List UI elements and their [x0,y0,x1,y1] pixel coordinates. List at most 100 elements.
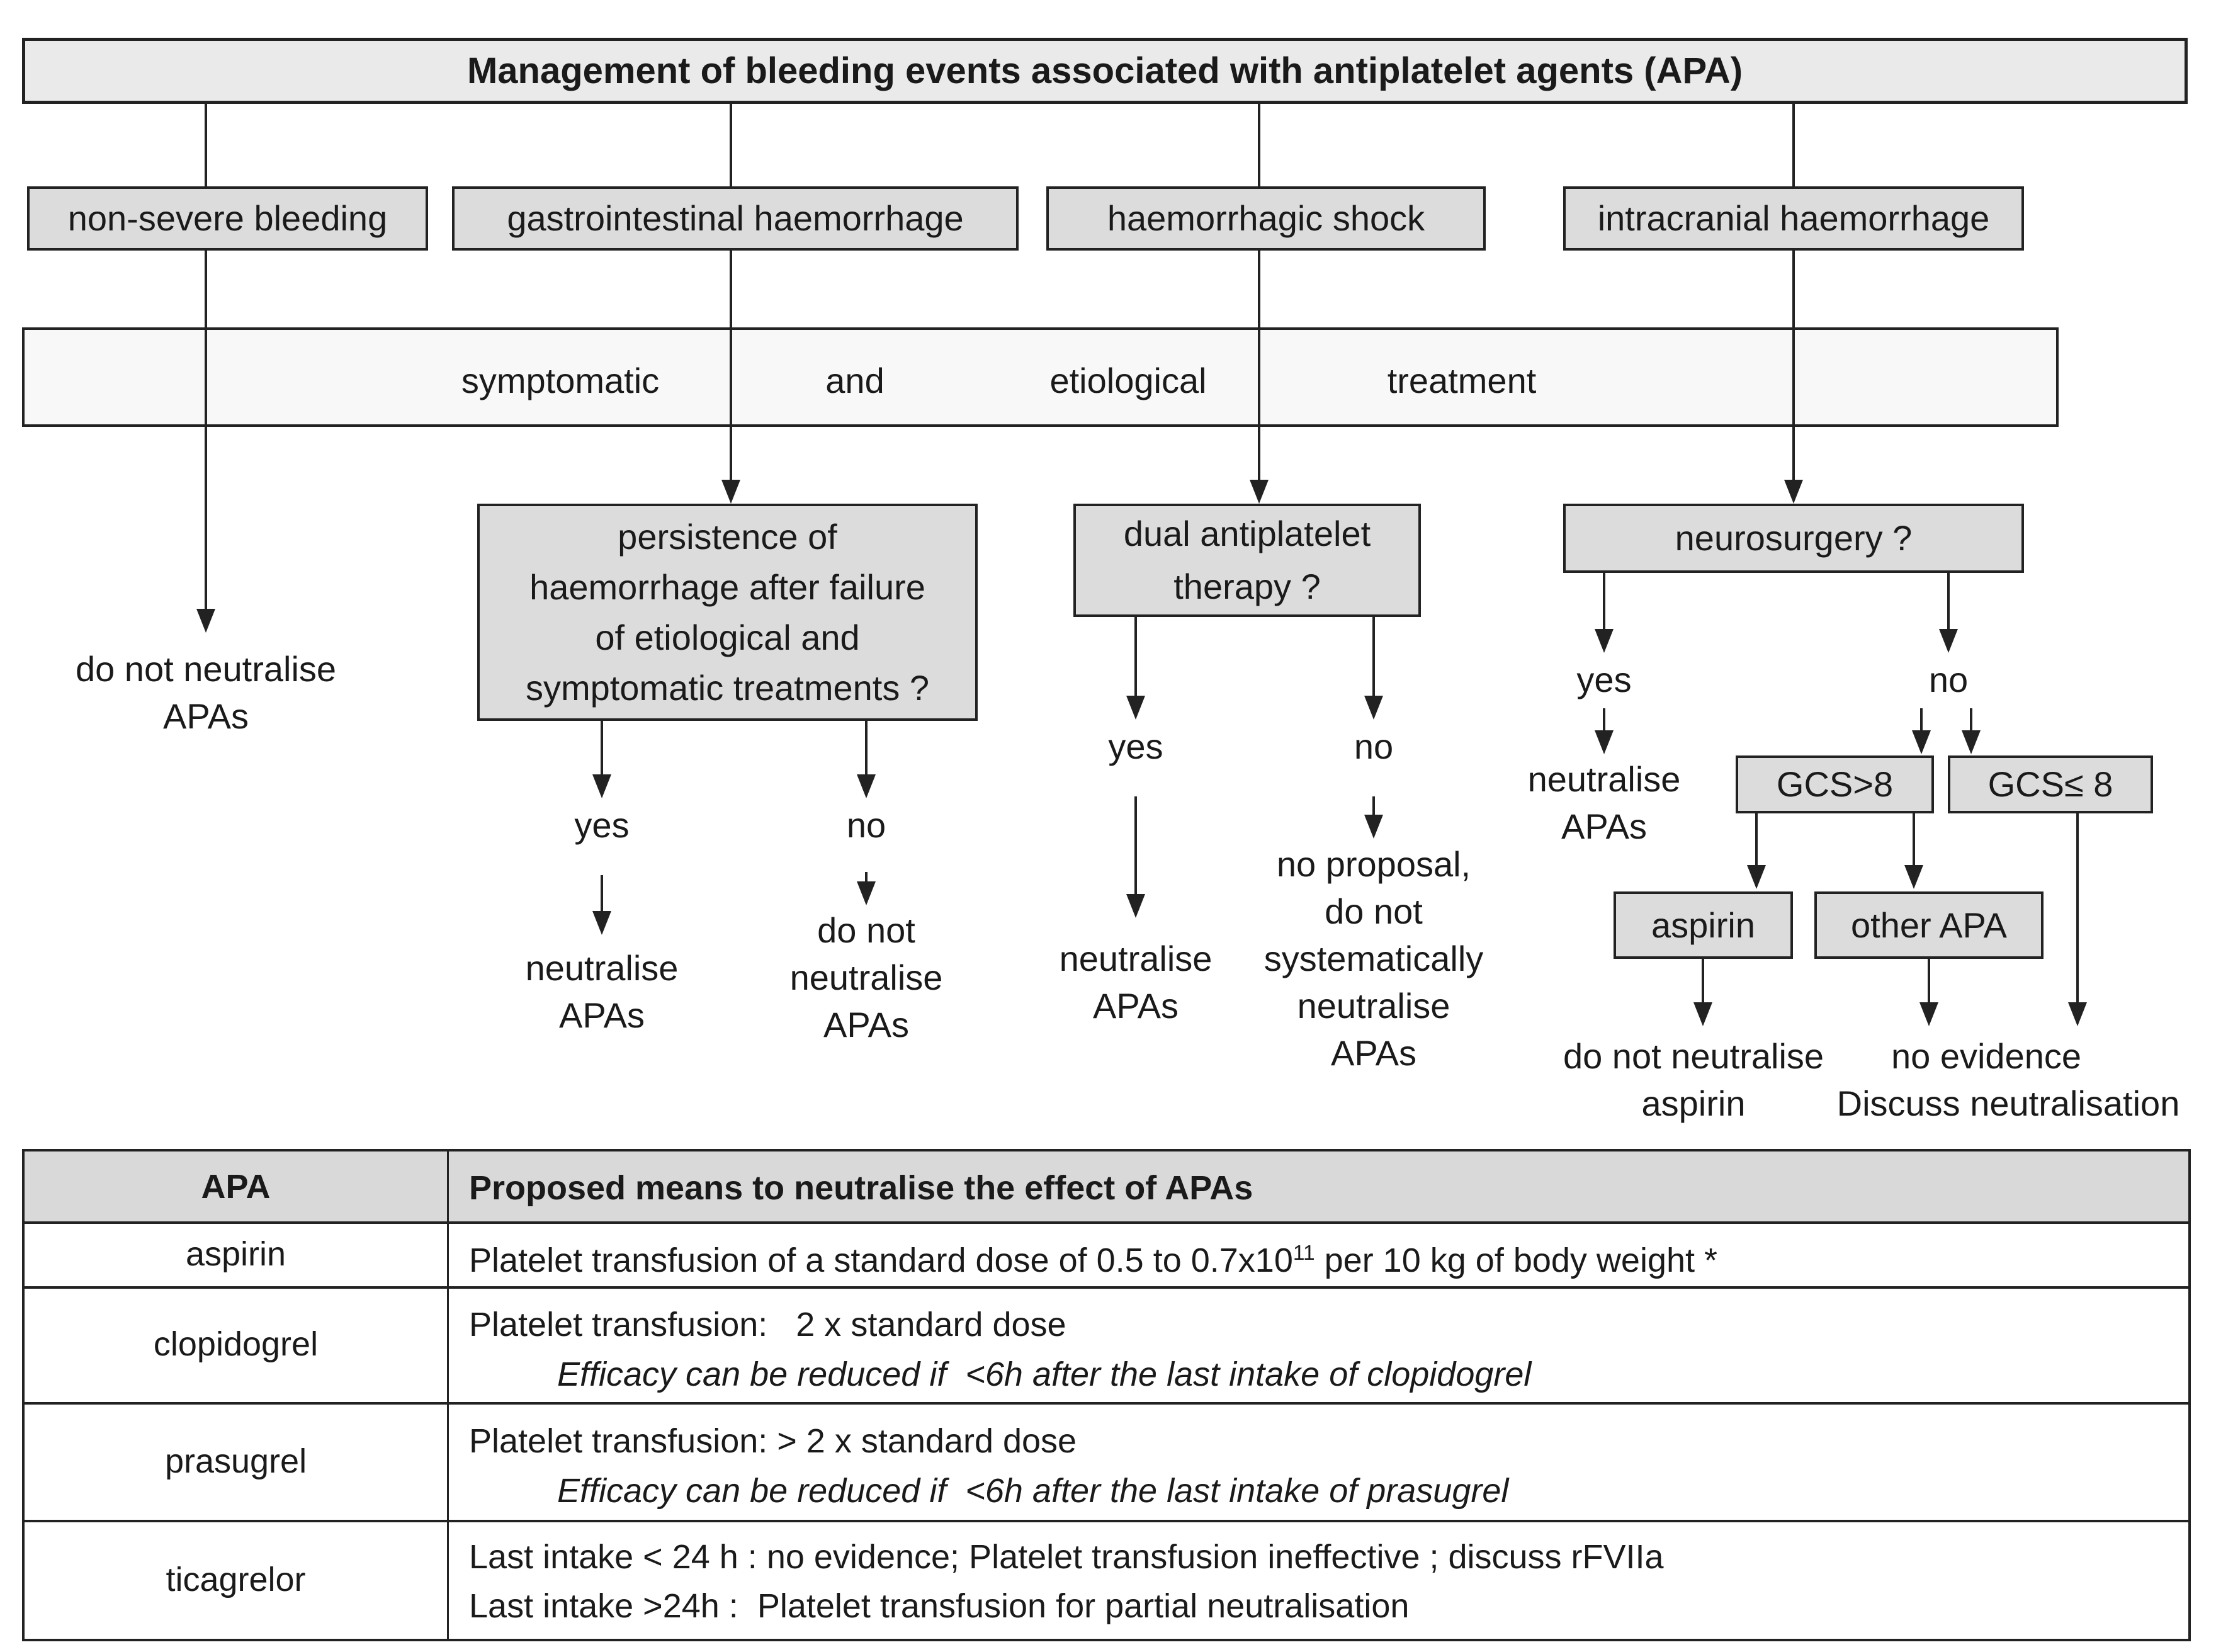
apa-type-label: other APA [1850,905,2007,945]
outcome-text: do not neutralise [75,649,337,689]
apa-name: prasugrel [164,1442,307,1480]
outcome-text: do not [1325,891,1423,931]
outcome-text: do not [817,910,915,950]
connector-line [1970,708,1972,732]
apa-neutralisation-table: APA Proposed means to neutralise the eff… [22,1149,2191,1641]
outcome-text: neutralise [789,958,943,997]
gcs-low-box: GCS≤ 8 [1948,755,2153,813]
category-label: intracranial haemorrhage [1597,198,1990,238]
table-cell-text: Platelet transfusion: 2 x standard dose [469,1306,1066,1344]
connector-line [1258,104,1260,186]
cell-text-part: Platelet transfusion of a standard dose … [469,1242,1293,1279]
arrowhead-down-icon [1939,629,1958,653]
connector-line [1134,617,1137,698]
connector-line [1913,813,1915,867]
other-apa-box: other APA [1814,891,2044,959]
header-text: APA [201,1167,271,1206]
table-cell-text: Platelet transfusion: > 2 x standard dos… [469,1422,1077,1460]
arrowhead-down-icon [1919,1002,1938,1026]
arrowhead-down-icon [592,911,611,935]
connector-line [1928,959,1930,1004]
apa-name: aspirin [185,1235,286,1273]
outcome-text: neutralise [1059,939,1213,978]
branch-label-yes: yes [1576,660,1632,699]
arrowhead-down-icon [1693,1002,1712,1026]
aspirin-box: aspirin [1614,891,1793,959]
category-label: gastrointestinal haemorrhage [507,198,964,238]
table-cell-text: Last intake < 24 h : no evidence; Platel… [469,1538,1664,1576]
outcome-text: Discuss neutralisation [1836,1083,2180,1123]
arrowhead-down-icon [1595,629,1614,653]
figure-title: Management of bleeding events associated… [466,50,1743,91]
table-cell-text-italic: Efficacy can be reduced if <6h after the… [557,1355,1532,1393]
outcome-text: APAs [1331,1033,1416,1073]
arrowhead-down-icon [1250,480,1269,504]
table-row-label: ticagrelor [25,1520,447,1639]
arrowhead-down-icon [592,774,611,798]
connector-line [1603,708,1605,732]
branch-label-no: no [1928,660,1969,699]
connector-line [1947,573,1950,631]
table-row-label: aspirin [25,1221,447,1286]
apa-name: clopidogrel [153,1325,319,1363]
connector-line [1372,617,1375,698]
table-divider [25,1286,2188,1289]
question-line: of etiological and [595,617,860,657]
table-header-row [25,1151,2188,1221]
table-divider [25,1221,2188,1224]
connector-line [1134,796,1137,896]
table-divider [25,1520,2188,1522]
branch-label-yes: yes [574,805,630,845]
connector-line [730,104,732,186]
arrowhead-down-icon [1126,894,1145,918]
table-cell-text-italic: Efficacy can be reduced if <6h after the… [557,1472,1509,1510]
table-cell-text: Platelet transfusion of a standard dose … [469,1233,1717,1281]
category-box-non-severe-bleeding: non-severe bleeding [27,186,428,251]
band-word: symptomatic [461,361,660,400]
question-box-dual-antiplatelet-therapy: dual antiplatelet therapy ? [1073,504,1421,617]
gcs-label: GCS>8 [1776,764,1894,804]
outcome-text: APAs [1561,806,1647,846]
connector-line [205,251,207,611]
arrowhead-down-icon [1962,730,1981,754]
category-box-intracranial-haemorrhage: intracranial haemorrhage [1563,186,2024,251]
connector-line [2076,813,2079,1004]
outcome-text: no evidence [1891,1036,2082,1076]
question-line: haemorrhage after failure [529,567,925,607]
connector-line [1792,251,1795,480]
band-word: treatment [1387,361,1537,400]
question-line: persistence of [618,516,837,557]
category-box-haemorrhagic-shock: haemorrhagic shock [1046,186,1486,251]
title-box: Management of bleeding events associated… [22,38,2188,104]
arrowhead-down-icon [1784,480,1803,504]
arrowhead-down-icon [1904,865,1923,889]
table-cell-text: Last intake >24h : Platelet transfusion … [469,1587,1410,1625]
table-row-label: prasugrel [25,1402,447,1520]
arrowhead-down-icon [1364,815,1383,839]
table-header-means: Proposed means to neutralise the effect … [469,1169,1253,1207]
question-line: therapy ? [1173,567,1321,606]
category-box-gastrointestinal-haemorrhage: gastrointestinal haemorrhage [452,186,1019,251]
outcome-text: neutralise [1297,986,1450,1026]
arrowhead-down-icon [1364,696,1383,720]
connector-line [1258,251,1260,480]
arrowhead-down-icon [1747,865,1766,889]
outcome-text: systematically [1263,939,1484,978]
question-line: neurosurgery ? [1675,518,1913,558]
outcome-text: APAs [559,995,645,1035]
treatment-band [22,327,2059,427]
gcs-label: GCS≤ 8 [1987,764,2113,804]
table-divider [25,1402,2188,1405]
branch-label-yes: yes [1108,727,1163,766]
outcome-text: neutralise [525,948,679,988]
connector-line [1792,104,1795,186]
outcome-text: APAs [163,696,249,736]
question-box-neurosurgery: neurosurgery ? [1563,504,2024,573]
connector-line [205,104,207,186]
outcome-text: no proposal, [1276,844,1471,884]
apa-type-label: aspirin [1651,905,1755,945]
outcome-text: APAs [823,1005,909,1044]
gcs-high-box: GCS>8 [1736,755,1934,813]
connector-line [865,872,868,883]
connector-line [730,251,732,480]
